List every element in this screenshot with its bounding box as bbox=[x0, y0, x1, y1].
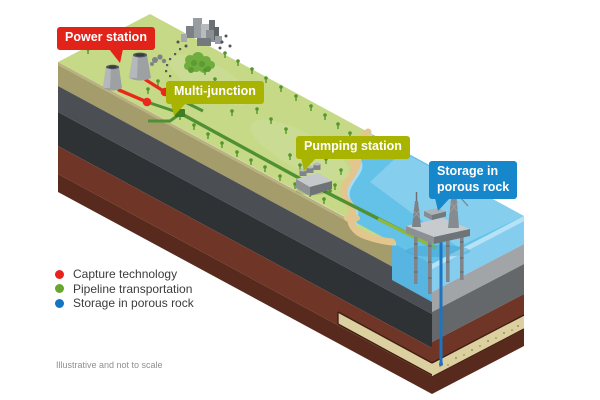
power-station-towers bbox=[103, 52, 167, 91]
callout-tail bbox=[171, 102, 186, 116]
power-station-label-text: Power station bbox=[65, 30, 147, 44]
footnote: Illustrative and not to scale bbox=[56, 360, 163, 370]
legend-label: Capture technology bbox=[73, 267, 178, 282]
capture-node bbox=[142, 97, 152, 107]
legend: Capture technology Pipeline transportati… bbox=[55, 267, 194, 311]
pumping-station-label: Pumping station bbox=[296, 136, 410, 171]
front-face-strata bbox=[58, 62, 433, 394]
storage-label-line2: porous rock bbox=[437, 179, 510, 194]
sea-front-face bbox=[392, 242, 432, 302]
city bbox=[165, 18, 232, 78]
right-face-strata bbox=[431, 216, 525, 394]
legend-item-capture: Capture technology bbox=[55, 267, 194, 282]
callout-tail bbox=[109, 48, 123, 63]
offshore-rig bbox=[406, 181, 470, 366]
storage-dot-icon bbox=[55, 298, 64, 308]
power-station-label: Power station bbox=[57, 27, 155, 63]
pumping-station-label-text: Pumping station bbox=[304, 139, 402, 153]
pipeline-dot-icon bbox=[55, 284, 64, 294]
multi-junction-label: Multi-junction bbox=[166, 81, 264, 116]
callout-tail bbox=[301, 157, 316, 171]
steam-puffs bbox=[150, 54, 167, 66]
legend-label: Storage in porous rock bbox=[73, 296, 194, 311]
legend-item-storage: Storage in porous rock bbox=[55, 296, 194, 311]
storage-label: Storage in porous rock bbox=[429, 161, 518, 212]
legend-item-pipeline: Pipeline transportation bbox=[55, 282, 194, 297]
porous-rock-layer-front bbox=[337, 311, 433, 376]
legend-label: Pipeline transportation bbox=[73, 281, 193, 296]
capture-dot-icon bbox=[55, 269, 64, 279]
road bbox=[165, 48, 182, 78]
multi-junction-label-text: Multi-junction bbox=[174, 84, 256, 98]
storage-label-line1: Storage in bbox=[437, 164, 499, 178]
callout-tail bbox=[435, 198, 450, 212]
